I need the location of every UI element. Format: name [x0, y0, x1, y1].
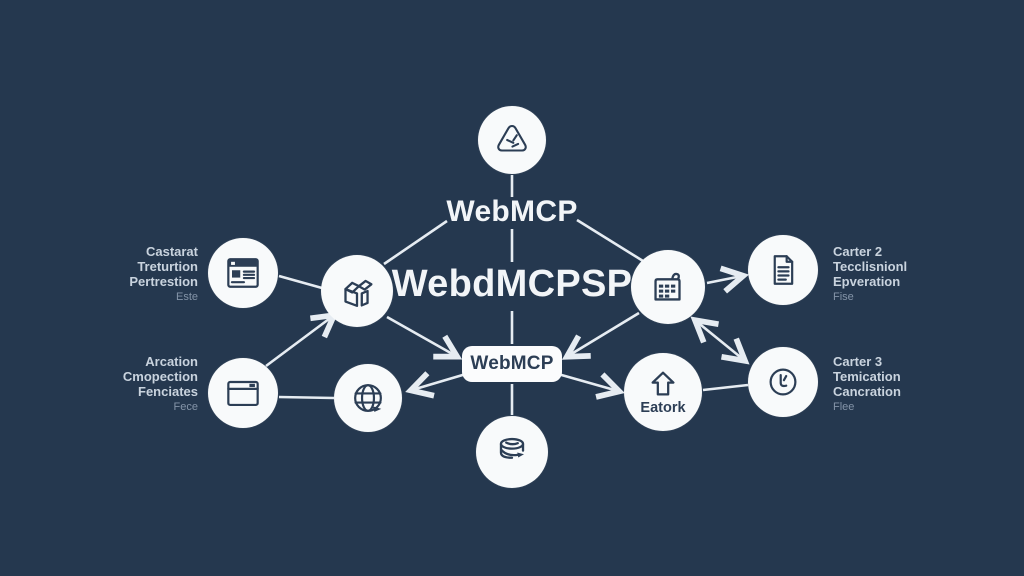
label-line: Cancration	[833, 384, 901, 399]
title-webmcp: WebMCP	[446, 195, 578, 228]
arrow-up-icon	[651, 371, 675, 395]
label-line: Fenciates	[138, 384, 198, 399]
calendar-grid-icon	[654, 272, 681, 301]
eatork-label: Eatork	[640, 399, 686, 416]
label-line: Arcation	[145, 354, 198, 369]
title-webdmcpsp: WebdMCPSP	[391, 263, 633, 305]
node-database	[476, 416, 548, 488]
label-line: Castarat	[145, 244, 198, 259]
browser-page-icon	[227, 258, 259, 288]
label-line-dim: Este	[175, 291, 198, 303]
node-eatork: Eatork	[624, 353, 702, 431]
window-icon	[227, 380, 259, 407]
label-line-dim: Fece	[173, 401, 198, 413]
open-package-icon	[344, 279, 373, 308]
label-line: Cmopection	[122, 369, 198, 384]
node-globe	[334, 364, 402, 432]
node-hub-top	[478, 106, 546, 174]
label-line-dim: Flee	[833, 401, 855, 413]
node-window	[208, 358, 278, 428]
label-block-right-bottom: Carter 3 Temication Cancration Flee	[833, 354, 963, 415]
label-line: Carter 3	[833, 354, 883, 369]
globe-icon	[354, 384, 382, 412]
label-block-left-bottom: Arcation Cmopection Fenciates Fece	[96, 354, 198, 415]
label-line: Temication	[833, 369, 901, 384]
node-calendar	[631, 250, 705, 324]
hub-box: WebMCP	[462, 346, 562, 382]
clock-icon	[769, 368, 797, 396]
label-line: Treturtion	[137, 259, 198, 274]
document-icon	[773, 255, 794, 285]
label-line: Epveration	[833, 274, 901, 289]
node-browser	[208, 238, 278, 308]
label-line: Tecclisnionl	[833, 259, 908, 274]
label-block-left-top: Castarat Treturtion Pertrestion Este	[96, 244, 198, 305]
node-package	[321, 255, 393, 327]
node-clock	[748, 347, 818, 417]
label-line: Carter 2	[833, 244, 883, 259]
recycle-triangle-icon	[497, 124, 527, 152]
label-line: Pertrestion	[129, 274, 198, 289]
node-document	[748, 235, 818, 305]
label-block-right-top: Carter 2 Tecclisnionl Epveration Fise	[833, 244, 963, 305]
database-icon	[499, 437, 525, 459]
label-line-dim: Fise	[833, 291, 854, 303]
